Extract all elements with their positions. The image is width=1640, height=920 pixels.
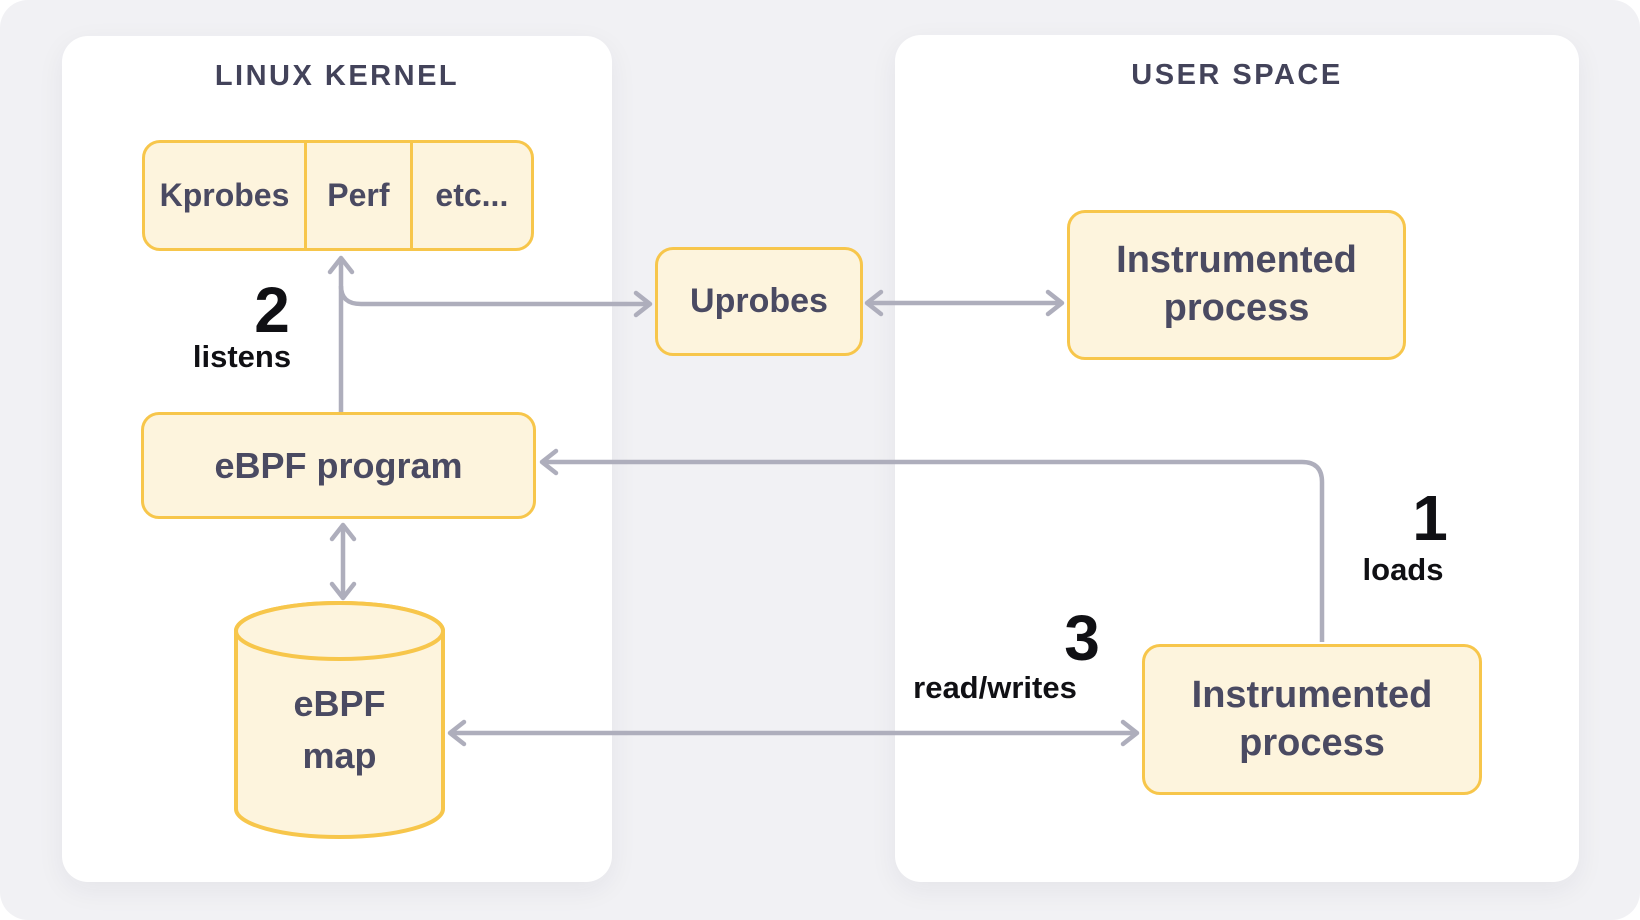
step2-label: listens [192,339,292,374]
step3-number: 3 [1064,602,1100,674]
user-space-title: USER SPACE [1131,59,1343,91]
ebpf-program-node: eBPF program [141,412,536,519]
ebpf-map-line1: eBPF [293,683,386,724]
uprobes-node: Uprobes [655,247,863,356]
instrumented-bottom-line2: process [1239,721,1385,764]
ebpf-map-label: eBPF map [236,678,443,782]
step1-label: loads [1362,552,1444,587]
probe-cell-perf: Perf [303,143,410,248]
ebpf-map-line2: map [302,735,377,776]
instrumented-top-line1: Instrumented [1116,239,1357,282]
step3-label: read/writes [913,670,1077,705]
step1-number: 1 [1412,482,1448,554]
linux-kernel-title: LINUX KERNEL [214,60,460,92]
instrumented-process-bottom-node: Instrumented process [1142,644,1482,795]
probe-cell-etc: etc... [409,143,531,248]
kernel-probes-group: Kprobes Perf etc... [142,140,534,251]
instrumented-top-line2: process [1163,287,1310,329]
step2-number: 2 [254,274,290,346]
instrumented-process-top-node: Instrumented process [1067,210,1406,360]
probe-cell-kprobes: Kprobes [159,177,290,213]
instrumented-bottom-line1: Instrumented [1191,673,1433,716]
